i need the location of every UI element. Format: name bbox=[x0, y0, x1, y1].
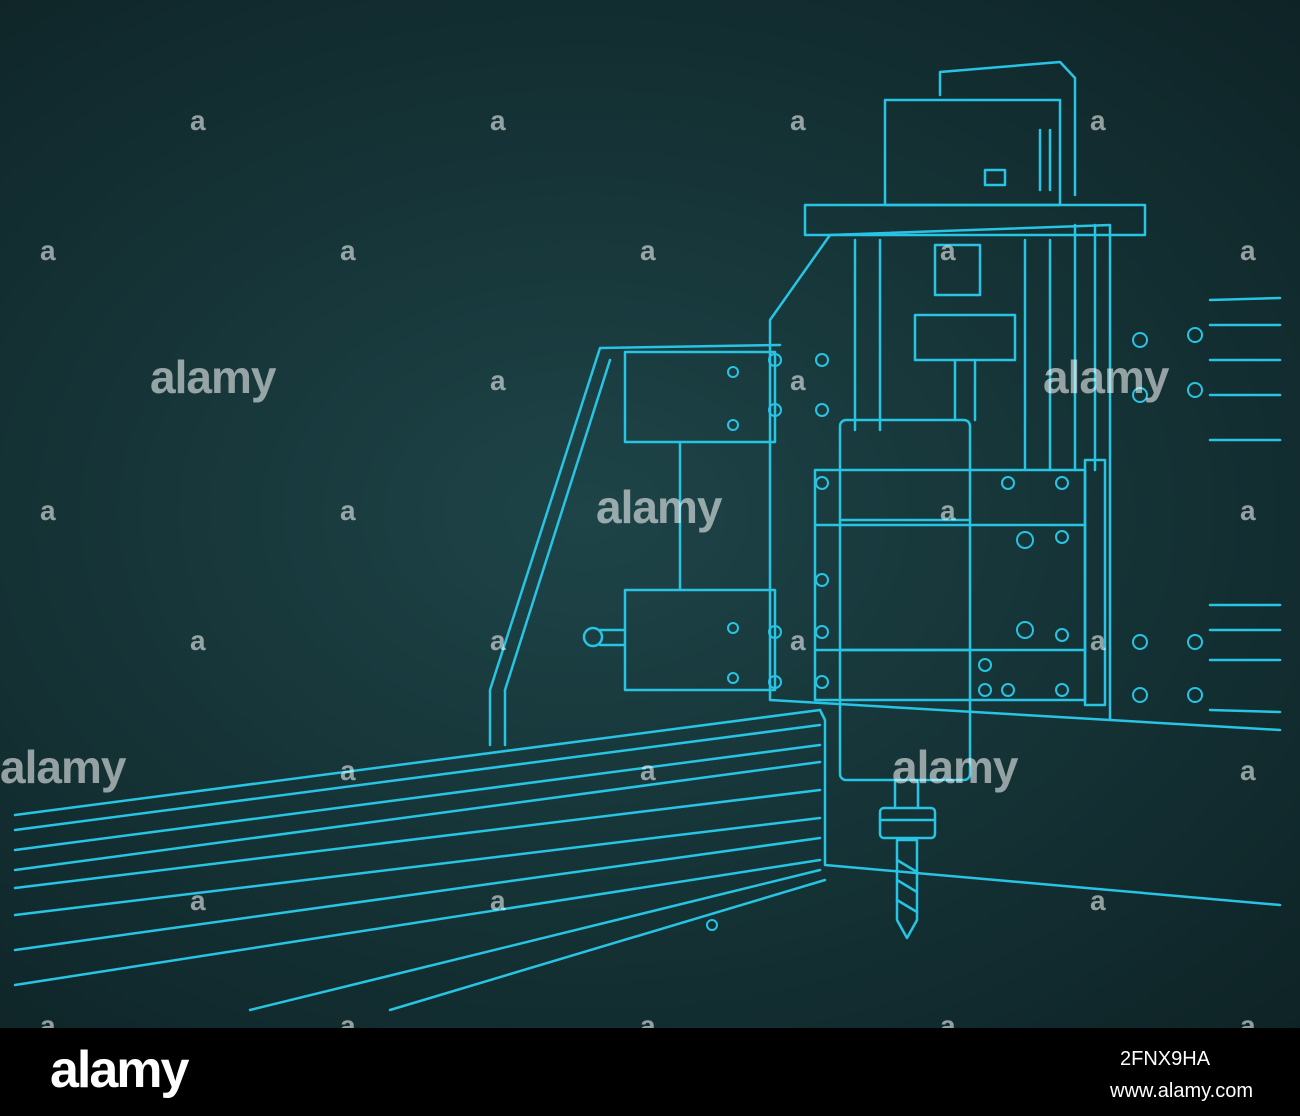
watermark-mark: a bbox=[40, 495, 56, 526]
aluminum-rail bbox=[13, 708, 1282, 1012]
right-rail bbox=[1108, 296, 1282, 732]
watermark-mark: a bbox=[790, 625, 806, 656]
lead-screw bbox=[913, 243, 1017, 422]
cnc-machine-drawing bbox=[13, 60, 1282, 1012]
watermark-text: alamy bbox=[150, 351, 276, 403]
watermark-mark: a bbox=[1090, 885, 1106, 916]
brand-logo: alamy bbox=[50, 1041, 189, 1099]
image-id: 2FNX9HA bbox=[1120, 1048, 1211, 1070]
watermark-mark: a bbox=[1240, 235, 1256, 266]
site-url: www.alamy.com bbox=[1110, 1080, 1253, 1102]
watermark-mark: a bbox=[640, 1010, 656, 1028]
watermark-mark: a bbox=[1240, 755, 1256, 786]
watermark-mark: a bbox=[790, 365, 806, 396]
watermark-mark: a bbox=[40, 1010, 56, 1028]
watermark-mark: a bbox=[190, 885, 206, 916]
watermark-mark: a bbox=[1090, 625, 1106, 656]
gantry-side-plate bbox=[488, 343, 782, 747]
carriage-plate bbox=[768, 203, 1147, 722]
watermark-mark: a bbox=[640, 755, 656, 786]
z-axis-block bbox=[813, 458, 1107, 707]
watermark-mark: a bbox=[640, 235, 656, 266]
watermark-text: alamy bbox=[596, 481, 722, 533]
watermark-mark: a bbox=[940, 235, 956, 266]
watermark-mark: a bbox=[490, 365, 506, 396]
watermark-mark: a bbox=[190, 105, 206, 136]
watermark-mark: a bbox=[340, 755, 356, 786]
watermark-text: alamy bbox=[1043, 351, 1169, 403]
bolts bbox=[706, 327, 1203, 931]
watermark-mark: a bbox=[490, 885, 506, 916]
watermark-mark: a bbox=[490, 625, 506, 656]
watermark-mark: a bbox=[940, 1010, 956, 1028]
watermark-mark: a bbox=[490, 105, 506, 136]
watermark-mark: a bbox=[340, 495, 356, 526]
watermark-mark: a bbox=[1240, 1010, 1256, 1028]
stepper-motor bbox=[883, 60, 1077, 207]
watermark-mark: a bbox=[1240, 495, 1256, 526]
footer-bar bbox=[0, 1028, 1300, 1116]
spindle bbox=[838, 418, 972, 940]
watermark-text: alamy bbox=[892, 741, 1018, 793]
watermark-mark: a bbox=[340, 1010, 356, 1028]
watermark-mark: a bbox=[340, 235, 356, 266]
watermark-mark: a bbox=[940, 495, 956, 526]
watermark-text: alamy bbox=[0, 741, 126, 793]
watermark-mark: a bbox=[1090, 105, 1106, 136]
watermark-mark: a bbox=[190, 625, 206, 656]
watermark-mark: a bbox=[790, 105, 806, 136]
blueprint-artwork: alamy alamy alamy alamy alamy a a a a a … bbox=[0, 0, 1300, 1028]
watermark-mark: a bbox=[40, 235, 56, 266]
